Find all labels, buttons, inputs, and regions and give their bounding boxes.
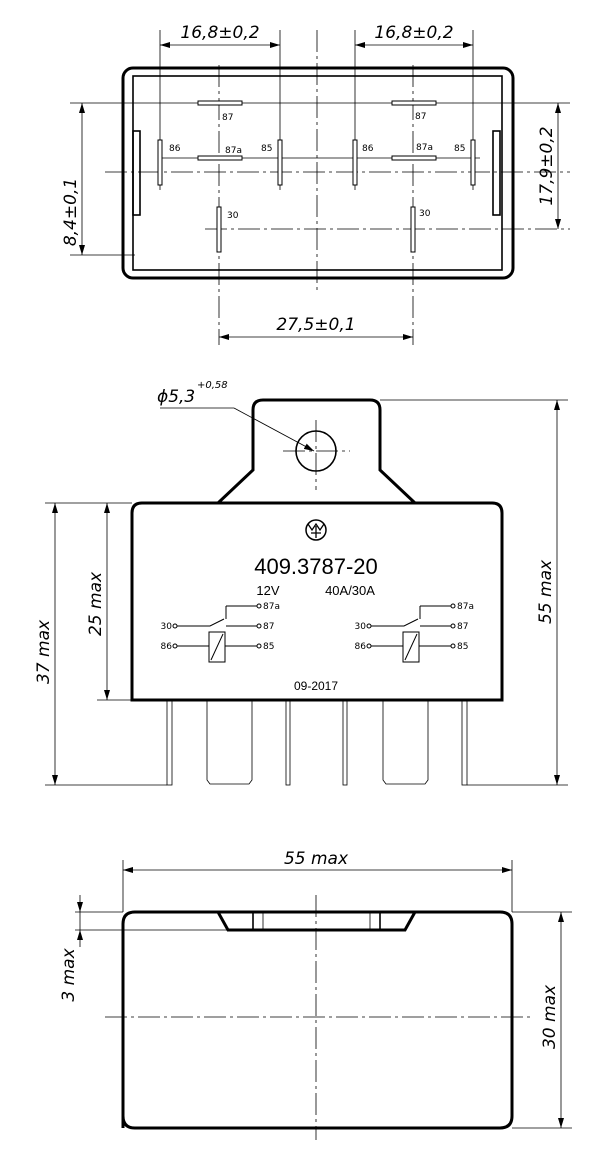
pin-label: 87 [222, 113, 233, 123]
pin-label: 87a [416, 143, 433, 153]
dim-hole-tolerance: +0,58 [197, 380, 228, 391]
bottom-view: 55 max 3 max 30 max [59, 849, 572, 1140]
terminal-87: 87 [457, 622, 468, 632]
pin-label: 85 [454, 144, 465, 154]
pin-label: 87a [225, 146, 242, 156]
dim-right-vertical: 17,9±0,2 [537, 126, 557, 205]
terminal-pins [166, 699, 468, 786]
pin-label: 86 [362, 144, 374, 154]
dim-left-vertical: 8,4±0,1 [61, 178, 81, 246]
dim-height-total: 55 max [536, 559, 556, 624]
brand-logo [305, 519, 327, 541]
terminal-85: 85 [457, 642, 468, 652]
pin-label: 86 [169, 144, 181, 154]
terminal-86: 86 [355, 642, 367, 652]
housing-side-outline [121, 910, 514, 1130]
dim-hole-diameter: ϕ5,3 [157, 387, 195, 407]
terminal-86: 86 [161, 642, 173, 652]
dim-height-body: 25 max [86, 571, 106, 636]
model-number: 409.3787-20 [254, 554, 378, 579]
housing-outline [121, 66, 515, 280]
pin-label: 30 [419, 209, 431, 219]
pin-label: 85 [261, 144, 272, 154]
dim-depth: 30 max [540, 984, 560, 1049]
front-view: 55 max 37 max 25 max ϕ5,3 +0,58 409.3787… [34, 380, 568, 786]
dim-pitch-left: 16,8±0,2 [180, 23, 259, 43]
dim-pitch-right: 16,8±0,2 [374, 23, 453, 43]
relay-schematic-left: 30 86 87a 87 85 [161, 602, 280, 663]
mounting-tab [216, 398, 417, 505]
terminal-87a: 87a [457, 602, 474, 612]
terminal-30: 30 [355, 622, 367, 632]
pin-label: 87 [415, 112, 426, 122]
production-date: 09-2017 [294, 679, 338, 693]
pin-label: 30 [227, 211, 239, 221]
relay-schematic-right: 30 86 87a 87 85 [355, 602, 474, 663]
dim-width: 55 max [284, 849, 349, 869]
side-tab-right [492, 130, 501, 216]
voltage-rating: 12V [256, 583, 279, 598]
side-tab-left [132, 130, 141, 216]
dim-bottom: 27,5±0,1 [276, 315, 355, 335]
current-rating: 40A/30A [325, 583, 375, 598]
terminal-87a: 87a [263, 602, 280, 612]
dim-notch: 3 max [59, 947, 79, 1001]
terminal-30: 30 [161, 622, 173, 632]
dim-height-pins: 37 max [34, 619, 54, 684]
housing-inner [132, 75, 503, 271]
axis-lines [70, 30, 570, 345]
top-view: 87 87 86 87a 85 86 87a 85 30 30 16,8±0,2… [61, 23, 570, 345]
terminal-87: 87 [263, 622, 274, 632]
terminal-85: 85 [263, 642, 274, 652]
relay-body [130, 501, 504, 702]
pin-footprints [157, 100, 476, 253]
